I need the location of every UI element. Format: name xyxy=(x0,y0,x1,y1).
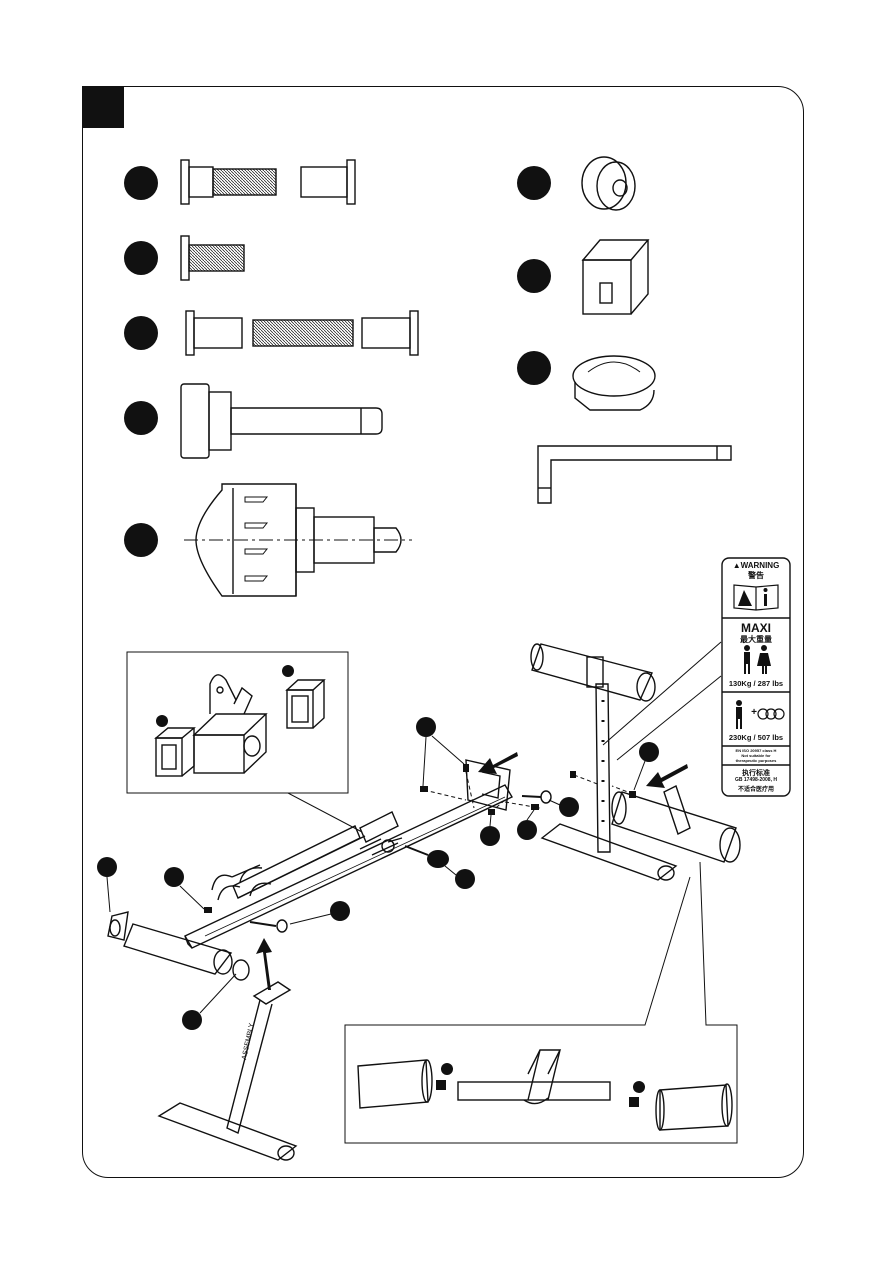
standard-en-line-3: therapeutic purposes xyxy=(735,758,777,763)
callout-dot xyxy=(164,867,184,887)
person-icon xyxy=(736,700,742,729)
part-callout-dot xyxy=(124,166,158,200)
warning-label-outline xyxy=(721,557,791,797)
info-icon xyxy=(764,594,767,606)
plus-sign: + xyxy=(751,707,757,718)
hex-key-tool xyxy=(537,445,732,504)
part-callout-dot xyxy=(517,166,551,200)
callout-dot xyxy=(559,797,579,817)
part-callout-dot xyxy=(124,523,158,557)
top-pad-roller xyxy=(530,643,656,702)
part-bolt-and-bushing xyxy=(124,159,356,205)
part-pulley-wheel xyxy=(517,156,636,211)
leg-imprint-text: ASSEMBLY xyxy=(241,1022,256,1060)
handle-bars xyxy=(211,864,272,901)
rear-leg-frame xyxy=(465,683,678,881)
callout-dot xyxy=(416,717,436,737)
weight-plates-icon xyxy=(757,708,785,720)
step-number-block xyxy=(82,86,124,128)
callout-dot xyxy=(330,901,350,921)
part-callout-dot xyxy=(282,665,294,677)
dashed-guides xyxy=(423,771,634,813)
arrow-icon xyxy=(646,764,688,788)
part-callout-dot xyxy=(124,241,158,275)
standard-en-line-1: EN ISO 20957 class H xyxy=(735,748,777,753)
woman-icon xyxy=(757,645,771,674)
inset-tube-detail xyxy=(154,665,326,777)
standard-cn-line-2: GB 17498-2008, H xyxy=(735,777,777,783)
part-locking-pin xyxy=(124,383,383,459)
man-icon xyxy=(744,645,750,674)
part-pop-pin-knob xyxy=(124,483,412,597)
user-weight-limit: 130Kg / 287 lbs xyxy=(728,679,784,688)
part-round-foot-cap xyxy=(517,351,656,411)
callout-dot xyxy=(480,826,500,846)
callout-dot xyxy=(97,857,117,877)
sliding-rail xyxy=(232,825,366,899)
inset-roller-detail xyxy=(357,1049,733,1131)
part-short-bolt xyxy=(124,235,245,281)
front-pad-roller xyxy=(107,911,233,975)
part-callout-dot xyxy=(633,1081,645,1093)
arrow-icon xyxy=(256,938,272,990)
maxi-label-cn: 最大重量 xyxy=(740,635,772,644)
part-callout-dot xyxy=(517,351,551,385)
svg-text:ASSEMBLY: ASSEMBLY xyxy=(241,1022,256,1060)
front-leg xyxy=(157,959,298,1161)
assembly-callouts xyxy=(97,717,659,1030)
shark-fin-icon xyxy=(738,590,752,606)
main-frame-tube xyxy=(184,784,513,949)
part-callout-dot xyxy=(441,1063,453,1075)
callout-dot xyxy=(182,1010,202,1030)
manual-icon xyxy=(733,584,779,611)
warning-header-cn: 警告 xyxy=(748,571,764,580)
part-callout-dot xyxy=(156,715,168,727)
part-callout-dot xyxy=(124,316,158,350)
part-square-end-cap xyxy=(517,239,650,315)
callout-dot xyxy=(639,742,659,762)
standard-cn-line-1: 执行标准 xyxy=(742,770,770,777)
total-weight-limit: 230Kg / 507 lbs xyxy=(728,733,784,742)
hardware-pieces xyxy=(204,764,636,933)
lower-pad-roller xyxy=(611,785,741,863)
standard-cn-line-3: 不适合医疗用 xyxy=(737,787,774,793)
standard-en-line-2: Not suitable for xyxy=(741,753,771,758)
maxi-label: MAXI xyxy=(741,621,771,635)
part-callout-dot xyxy=(124,401,158,435)
assembly-arrows xyxy=(256,752,688,990)
callout-dot xyxy=(517,820,537,840)
callout-dot xyxy=(455,869,475,889)
part-callout-dot xyxy=(517,259,551,293)
leader-lines xyxy=(126,641,738,1144)
warning-header: ▲WARNING xyxy=(732,561,780,570)
page-frame xyxy=(82,86,804,1178)
part-axle-set xyxy=(124,310,419,356)
arrow-icon xyxy=(478,752,518,774)
callout-leaders xyxy=(106,735,646,1014)
